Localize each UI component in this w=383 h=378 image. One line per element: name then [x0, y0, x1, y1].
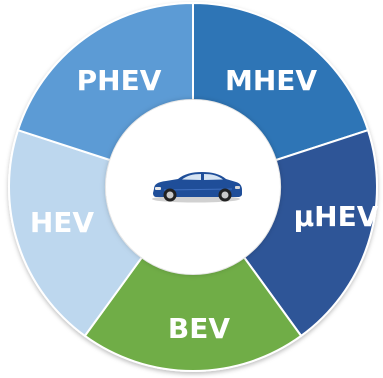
label-uhev: μHEV [294, 200, 379, 233]
label-bev: BEV [168, 312, 230, 345]
car-icon [152, 172, 242, 203]
label-hev: HEV [30, 206, 95, 239]
label-phev: PHEV [77, 64, 162, 97]
label-mhev: MHEV [225, 64, 317, 97]
